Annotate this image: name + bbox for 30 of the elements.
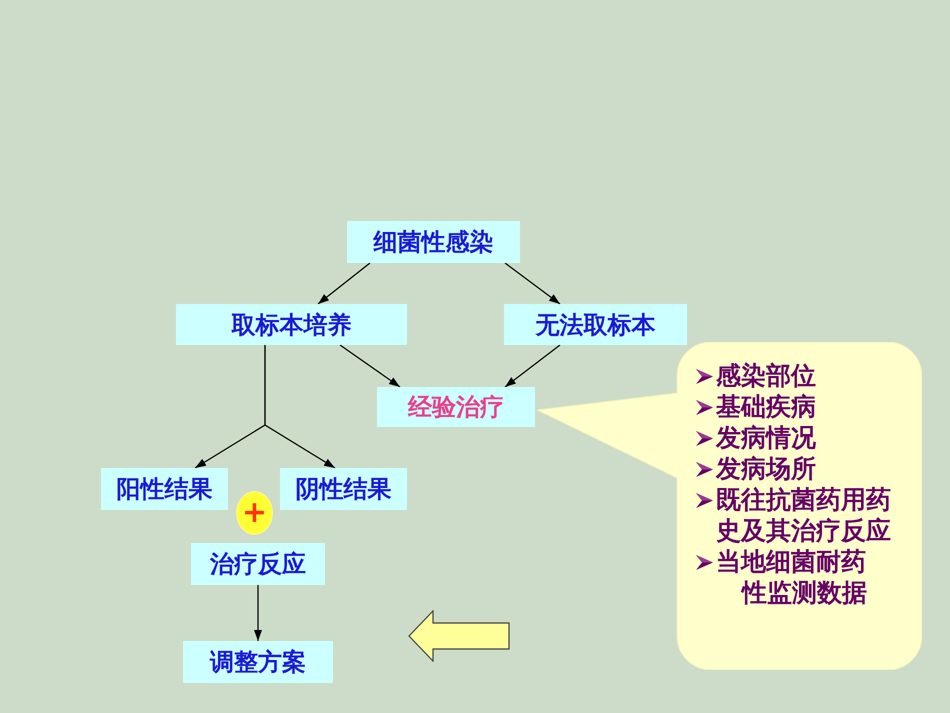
process-box: [347, 221, 520, 263]
box-label: 阳性结果: [116, 474, 212, 504]
box-label: 阴性结果: [296, 474, 392, 504]
process-box: [377, 387, 535, 427]
list-item-text: 既往抗菌药用药史及其治疗反应: [716, 484, 892, 546]
list-item-text: 发病场所: [716, 453, 817, 484]
box-label: 无法取标本: [536, 310, 656, 340]
arrow: [340, 344, 400, 388]
arrow: [254, 585, 262, 641]
list-item-text: 发病情况: [716, 422, 817, 453]
list-item-text: 基础疾病: [716, 391, 817, 422]
box-label: 经验治疗: [408, 392, 504, 422]
arrow: [504, 344, 560, 388]
arrow: [264, 345, 336, 469]
plus-circle: [236, 491, 273, 535]
list-item-text: 感染部位: [716, 360, 817, 391]
process-box: [280, 468, 407, 510]
box-label: 细菌性感染: [374, 227, 494, 257]
arrow: [318, 262, 370, 304]
box-label: 调整方案: [210, 647, 306, 677]
box-label: 取标本培养: [232, 310, 352, 340]
box-label: 治疗反应: [210, 549, 306, 579]
list-item-text: 当地细菌耐药性监测数据: [716, 546, 868, 608]
process-box: [176, 304, 407, 345]
process-box: [183, 641, 333, 683]
arrow: [504, 262, 560, 304]
process-box: [504, 304, 687, 345]
plus-sign: +: [242, 498, 268, 528]
process-box: [101, 468, 228, 510]
process-box: [191, 543, 325, 585]
